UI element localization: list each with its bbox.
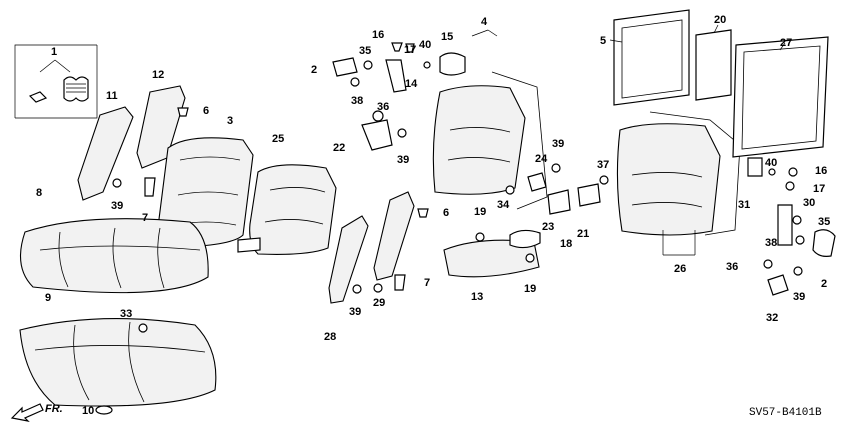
part-number-label: 19 bbox=[474, 206, 486, 218]
part-number-label: 25 bbox=[272, 133, 284, 145]
part-26-shape bbox=[616, 123, 721, 236]
part-number-label: 26 bbox=[674, 263, 686, 275]
part-number-label: 8 bbox=[36, 187, 42, 199]
part-number-label: 17 bbox=[404, 44, 416, 56]
part-number-label: 22 bbox=[333, 142, 345, 154]
part-20-shape bbox=[695, 29, 732, 101]
part-number-label: 39 bbox=[552, 138, 564, 150]
part-number-label: 29 bbox=[373, 297, 385, 309]
front-arrow: FR. bbox=[10, 403, 63, 422]
part-number-label: 6 bbox=[203, 105, 209, 117]
part-number-label: 2 bbox=[311, 64, 317, 76]
part-number-labels: 1 2 2 3 4 5 6 6 7 7 8 9 10 11 12 13 14 1… bbox=[36, 14, 830, 417]
part-number-label: 23 bbox=[542, 221, 554, 233]
part-number-label: 35 bbox=[359, 45, 371, 57]
part-9-shape bbox=[19, 318, 217, 407]
part-number-label: 36 bbox=[726, 261, 738, 273]
part-number-label: 12 bbox=[152, 69, 164, 81]
part-number-label: 4 bbox=[481, 16, 488, 28]
part-number-label: 13 bbox=[471, 291, 483, 303]
part-number-label: 20 bbox=[714, 14, 726, 26]
part-number-label: 40 bbox=[419, 39, 431, 51]
part-10-shape bbox=[95, 405, 113, 415]
part-number-label: 9 bbox=[45, 292, 51, 304]
part-28-shape bbox=[328, 215, 369, 304]
part-8-shape bbox=[19, 218, 209, 294]
part-number-label: 3 bbox=[227, 115, 233, 127]
part-number-label: 38 bbox=[351, 95, 363, 107]
part-number-label: 33 bbox=[120, 308, 132, 320]
part-25-shape bbox=[249, 164, 337, 255]
part-number-label: 16 bbox=[372, 29, 384, 41]
part-number-label: 10 bbox=[82, 405, 94, 417]
part-number-label: 21 bbox=[577, 228, 589, 240]
part-number-label: 39 bbox=[397, 154, 409, 166]
part-number-label: 5 bbox=[600, 35, 606, 47]
part-number-label: 37 bbox=[597, 159, 609, 171]
part-number-label: 7 bbox=[142, 212, 148, 224]
part-number-label: 16 bbox=[815, 165, 827, 177]
part-number-label: 27 bbox=[780, 37, 792, 49]
part-number-label: 14 bbox=[405, 78, 418, 90]
part-number-label: 15 bbox=[441, 31, 453, 43]
part-number-label: 24 bbox=[535, 153, 548, 165]
part-number-label: 34 bbox=[497, 199, 510, 211]
leader-lines bbox=[471, 24, 786, 256]
part-number-label: 28 bbox=[324, 331, 336, 343]
part-number-label: 39 bbox=[349, 306, 361, 318]
drawing-code: SV57-B4101B bbox=[749, 407, 822, 419]
part-number-label: 17 bbox=[813, 183, 825, 195]
part-39a-shape bbox=[112, 178, 122, 188]
part-number-label: 36 bbox=[377, 101, 389, 113]
part-number-label: 1 bbox=[51, 46, 57, 58]
part-number-label: 11 bbox=[106, 90, 118, 102]
part-number-label: 39 bbox=[111, 200, 123, 212]
part-number-label: 32 bbox=[766, 312, 778, 324]
part-33-shape bbox=[138, 323, 148, 333]
part-number-label: 6 bbox=[443, 207, 449, 219]
part-number-label: 30 bbox=[803, 197, 815, 209]
part-11-shape bbox=[77, 106, 134, 201]
part-number-label: 2 bbox=[821, 278, 827, 290]
part-7a-shape bbox=[144, 177, 156, 197]
front-arrow-label: FR. bbox=[45, 403, 63, 415]
part-5-shape bbox=[613, 9, 690, 106]
part-number-label: 7 bbox=[424, 277, 430, 289]
part-29-shape bbox=[373, 191, 415, 281]
part-13-shape bbox=[443, 239, 540, 278]
part-number-label: 19 bbox=[524, 283, 536, 295]
part-number-label: 40 bbox=[765, 157, 777, 169]
part-27-shape bbox=[732, 36, 829, 158]
part-4-shape bbox=[432, 85, 526, 195]
part-number-label: 35 bbox=[818, 216, 830, 228]
part-number-label: 39 bbox=[793, 291, 805, 303]
part-6a-shape bbox=[177, 107, 189, 117]
part-number-label: 38 bbox=[765, 237, 777, 249]
part-1-group bbox=[14, 44, 98, 119]
part-number-label: 31 bbox=[738, 199, 750, 211]
part-number-label: 18 bbox=[560, 238, 572, 250]
